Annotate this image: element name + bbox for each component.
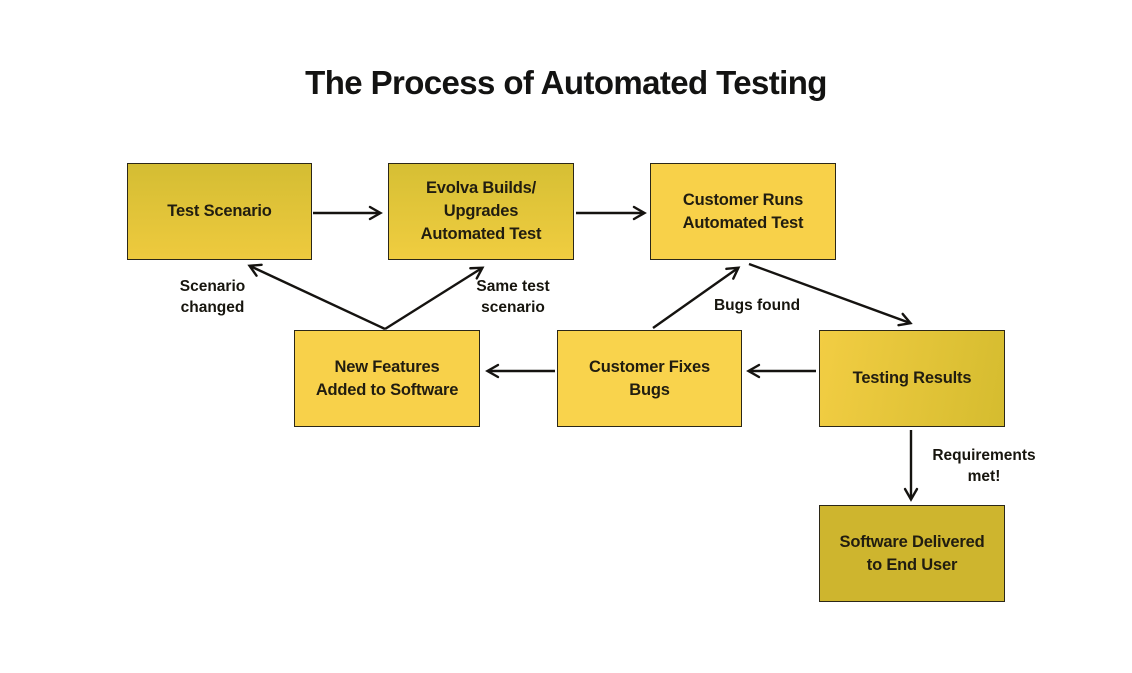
node-new-features-added-to-software: New Features Added to Software [294, 330, 480, 427]
node-test-scenario: Test Scenario [127, 163, 312, 260]
node-customer-runs-automated-test: Customer Runs Automated Test [650, 163, 836, 260]
diagram-title: The Process of Automated Testing [305, 64, 827, 101]
node-label: Customer Runs Automated Test [682, 190, 804, 232]
node-testing-results: Testing Results [819, 330, 1005, 427]
node-evolva-builds-upgrades-automated-test: Evolva Builds/ Upgrades Automated Test [388, 163, 574, 260]
node-label: Test Scenario [167, 202, 272, 220]
node-label: Software Delivered to End User [839, 532, 985, 574]
edge-label-scenario-changed: Scenario changed [179, 278, 246, 316]
node-label: Evolva Builds/ Upgrades Automated Test [420, 179, 542, 243]
node-label: Testing Results [852, 369, 972, 387]
edge-label-same-test-scenario: Same test scenario [476, 278, 550, 316]
edge-label-bugs-found: Bugs found [713, 297, 801, 314]
node-label: New Features Added to Software [315, 357, 459, 399]
node-label: Customer Fixes Bugs [589, 357, 710, 399]
node-customer-fixes-bugs: Customer Fixes Bugs [557, 330, 742, 427]
node-software-delivered-to-end-user: Software Delivered to End User [819, 505, 1005, 602]
edge-label-requirements-met: Requirements met! [932, 447, 1036, 485]
